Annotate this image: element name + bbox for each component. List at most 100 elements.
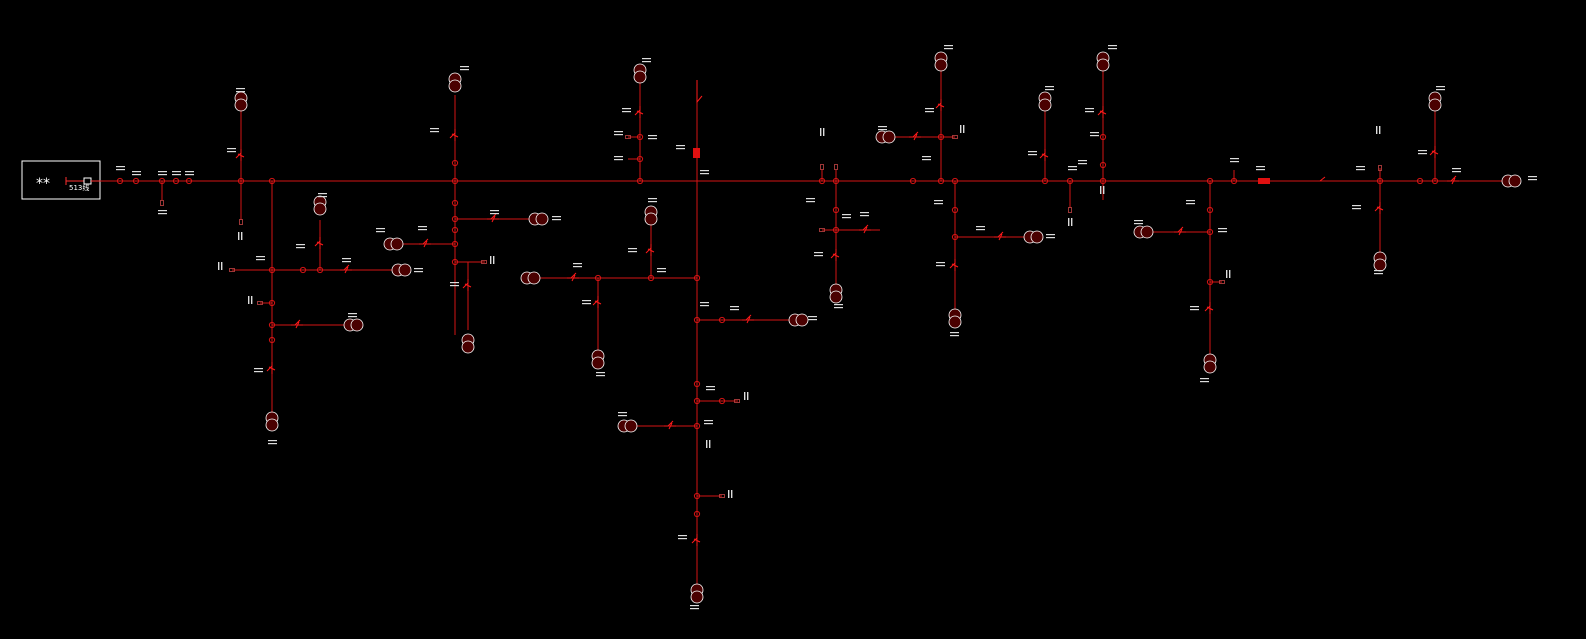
junction-node	[1206, 228, 1214, 236]
switch-icon[interactable]	[419, 238, 431, 248]
junction-node	[951, 233, 959, 241]
label-mark	[248, 296, 253, 304]
junction-node	[594, 274, 602, 282]
transformer-icon[interactable]	[461, 333, 475, 354]
transformer-icon[interactable]	[690, 583, 704, 604]
junction-node	[693, 380, 701, 388]
switch-icon[interactable]	[1097, 106, 1107, 118]
transformer-icon[interactable]	[591, 349, 605, 370]
label-mark	[944, 45, 953, 50]
switch-icon[interactable]	[1039, 149, 1049, 161]
switch-icon[interactable]	[909, 131, 921, 141]
transformer-icon[interactable]	[948, 308, 962, 329]
source-substation-box[interactable]: ** 513线	[21, 160, 101, 200]
label-mark	[296, 244, 305, 249]
switch-icon[interactable]	[1174, 226, 1186, 236]
label-mark	[414, 268, 423, 273]
switch-icon[interactable]	[994, 231, 1006, 241]
switch-icon[interactable]	[691, 534, 701, 546]
transformer-icon[interactable]	[1501, 174, 1522, 188]
switch-icon[interactable]	[1204, 302, 1214, 314]
transformer-icon[interactable]	[644, 205, 658, 226]
switch-icon[interactable]	[266, 362, 276, 374]
label-mark	[1190, 306, 1199, 311]
label-mark	[700, 170, 709, 175]
junction-node	[1099, 161, 1107, 169]
transformer-icon[interactable]	[1023, 230, 1044, 244]
label-mark	[960, 125, 965, 133]
label-mark	[490, 256, 495, 264]
label-mark	[430, 128, 439, 133]
fuse-icon	[1378, 165, 1382, 171]
label-mark	[573, 263, 582, 268]
switch-icon[interactable]	[567, 272, 579, 282]
label-mark	[158, 210, 167, 215]
transformer-icon[interactable]	[528, 212, 549, 226]
switch-icon[interactable]	[235, 149, 245, 161]
switch-icon[interactable]	[742, 314, 754, 324]
switch-icon[interactable]	[645, 244, 655, 256]
transformer-icon[interactable]	[391, 263, 412, 277]
switch-icon[interactable]	[291, 319, 303, 329]
switch-icon[interactable]	[592, 296, 602, 308]
label-mark	[820, 128, 825, 136]
switch-icon[interactable]	[634, 106, 644, 118]
switch-icon[interactable]	[314, 237, 324, 249]
transformer-icon[interactable]	[265, 411, 279, 432]
label-mark	[132, 171, 141, 176]
label-mark	[450, 282, 459, 287]
switch-icon[interactable]	[1374, 202, 1384, 214]
transformer-icon[interactable]	[788, 313, 809, 327]
transformer-icon[interactable]	[343, 318, 364, 332]
label-mark	[218, 262, 223, 270]
label-mark	[700, 302, 709, 307]
transformer-icon[interactable]	[934, 51, 948, 72]
transformer-icon[interactable]	[633, 63, 647, 84]
label-mark	[1356, 166, 1365, 171]
label-mark	[744, 392, 749, 400]
label-mark	[1134, 220, 1143, 225]
label-mark	[860, 212, 869, 217]
label-mark	[460, 66, 469, 71]
transformer-icon[interactable]	[520, 271, 541, 285]
junction-node	[451, 258, 459, 266]
junction-node	[636, 133, 644, 141]
transformer-icon[interactable]	[1133, 225, 1154, 239]
switch-icon[interactable]	[340, 264, 352, 274]
switch-icon[interactable]	[935, 99, 945, 111]
switch-icon[interactable]	[449, 129, 459, 141]
label-mark	[648, 198, 657, 203]
transformer-icon[interactable]	[448, 72, 462, 93]
transformer-icon[interactable]	[313, 195, 327, 216]
label-mark	[834, 304, 843, 309]
transformer-icon[interactable]	[1096, 51, 1110, 72]
switch-icon[interactable]	[1429, 146, 1439, 158]
transformer-icon[interactable]	[234, 91, 248, 112]
transformer-icon[interactable]	[617, 419, 638, 433]
label-mark	[238, 232, 243, 240]
transformer-icon[interactable]	[875, 130, 896, 144]
transformer-icon[interactable]	[829, 283, 843, 304]
transformer-icon[interactable]	[1428, 91, 1442, 112]
label-mark	[1200, 378, 1209, 383]
junction-node	[172, 177, 180, 185]
junction-node	[1099, 177, 1107, 185]
switch-icon[interactable]	[859, 224, 871, 234]
label-mark	[642, 58, 651, 63]
label-mark	[925, 108, 934, 113]
switch-icon[interactable]	[462, 279, 472, 291]
label-mark	[622, 108, 631, 113]
transformer-icon[interactable]	[383, 237, 404, 251]
switch-icon[interactable]	[1447, 175, 1459, 185]
switch-icon[interactable]	[664, 420, 676, 430]
switch-icon[interactable]	[949, 259, 959, 271]
switch-icon[interactable]	[487, 213, 499, 223]
transformer-icon[interactable]	[1203, 353, 1217, 374]
label-mark	[172, 171, 181, 176]
junction-node	[636, 177, 644, 185]
switch-icon[interactable]	[830, 249, 840, 261]
label-mark	[1452, 168, 1461, 173]
transformer-icon[interactable]	[1038, 91, 1052, 112]
label-mark	[936, 262, 945, 267]
transformer-icon[interactable]	[1373, 251, 1387, 272]
